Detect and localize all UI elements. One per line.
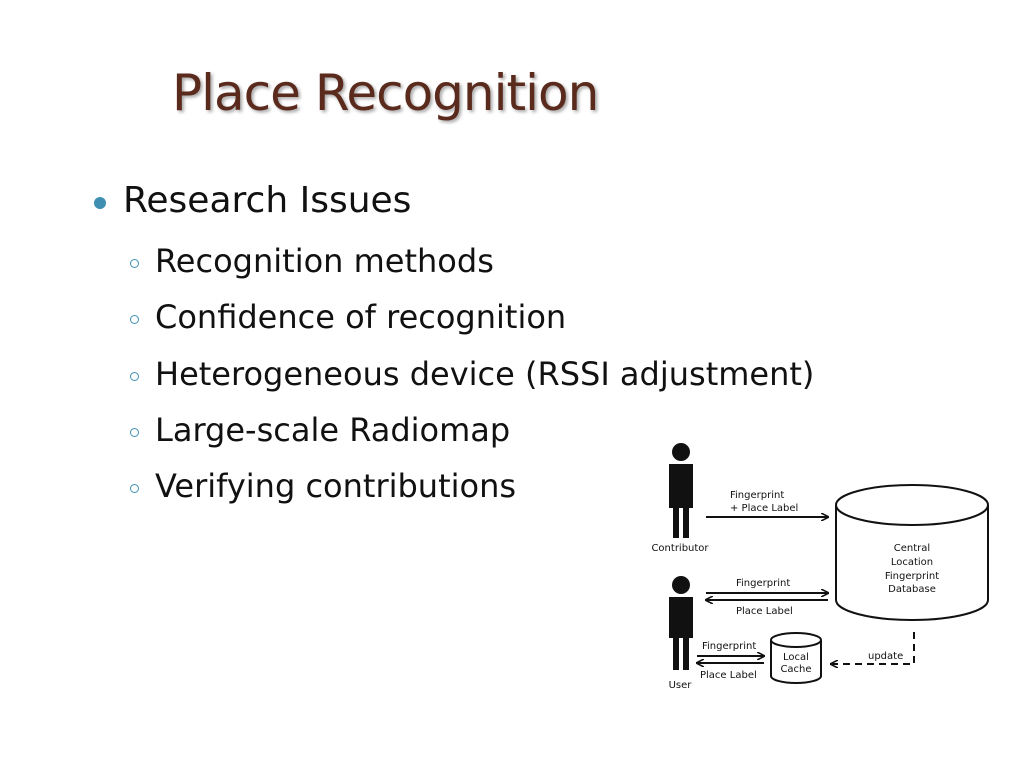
contributor-label: Contributor	[651, 543, 709, 554]
user-fingerprint-label: Fingerprint	[736, 578, 790, 589]
cache-fingerprint-label: Fingerprint	[702, 641, 756, 652]
user-place-label: Place Label	[736, 606, 793, 617]
database-label-line1: Central	[894, 543, 930, 554]
cache-label-line2: Cache	[780, 664, 811, 675]
slide-title: Place Recognition	[172, 64, 599, 122]
contrib-arrow-label-line2: + Place Label	[730, 503, 798, 514]
update-dashed-arrow	[831, 632, 915, 664]
update-label: update	[868, 651, 903, 662]
cache-label-line1: Local	[783, 652, 809, 663]
user-person-icon	[669, 576, 693, 670]
database-label-line4: Database	[888, 584, 936, 595]
user-label: User	[669, 680, 693, 691]
central-database-icon	[835, 484, 989, 621]
database-label-line3: Fingerprint	[885, 571, 939, 582]
contributor-person-icon	[669, 443, 693, 538]
contrib-arrow-label-line1: Fingerprint	[730, 490, 784, 501]
database-label-line2: Location	[891, 557, 933, 568]
cache-place-label: Place Label	[700, 670, 757, 681]
local-cache-icon	[770, 632, 822, 684]
